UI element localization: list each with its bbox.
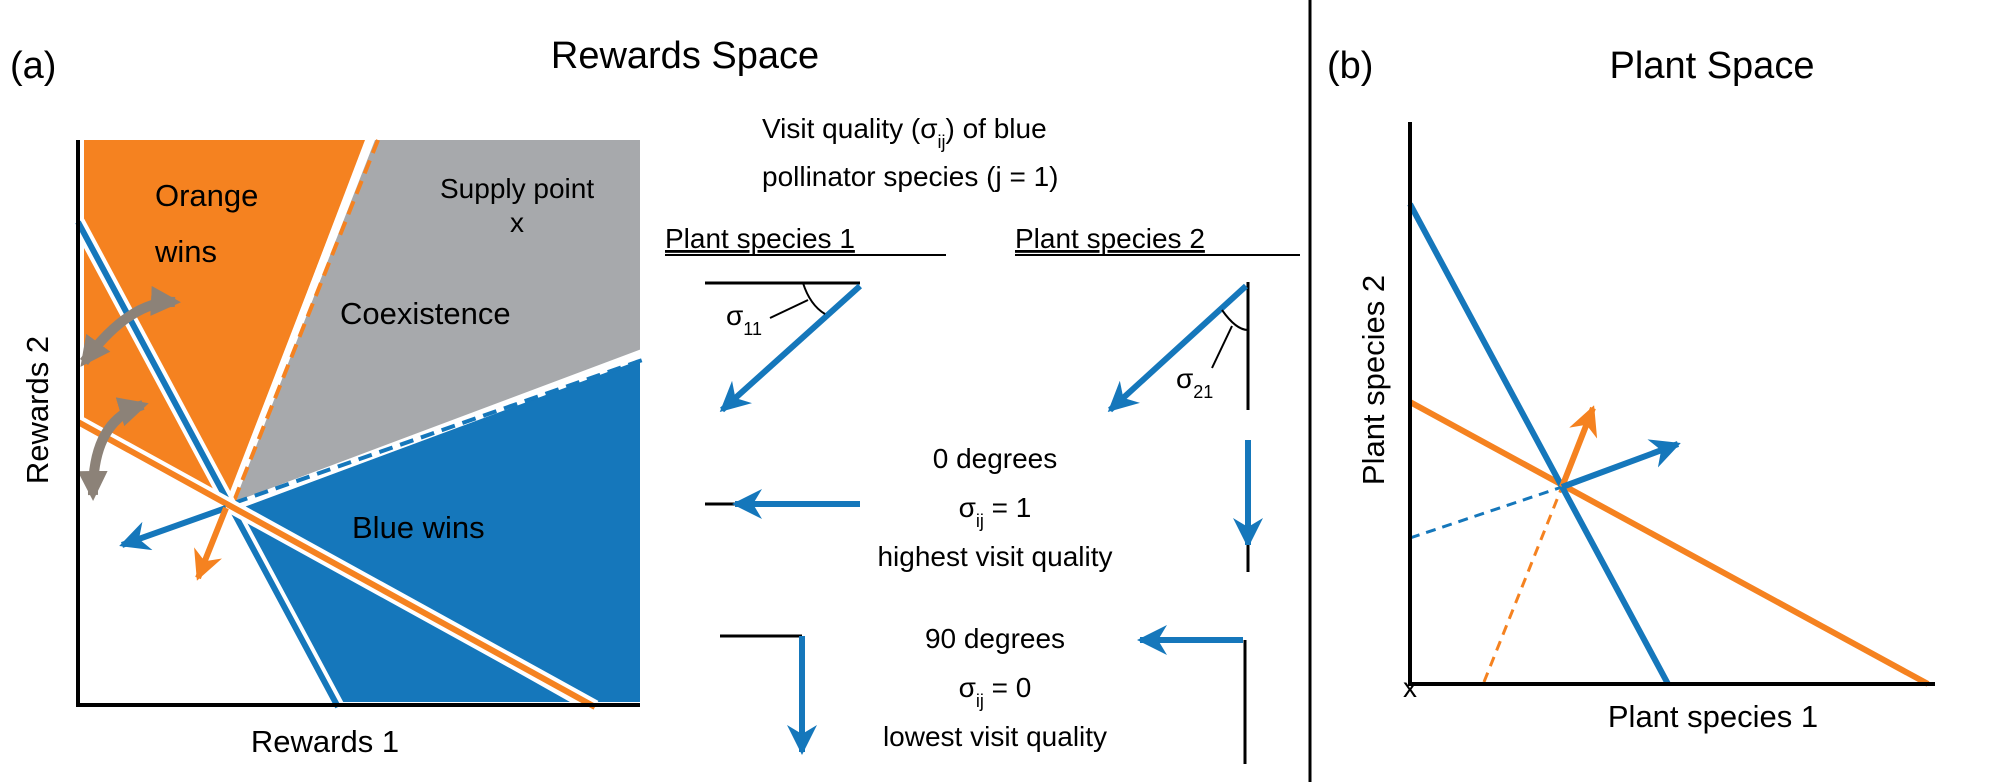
sigma11-sub: 11 <box>743 319 762 339</box>
gray-curved-arrow-lower <box>77 397 149 501</box>
sigma11-label: σ11 <box>726 300 762 339</box>
supply-point-marker: x <box>510 207 524 238</box>
sigma11-angle-arc <box>802 282 826 315</box>
coexistence-label: Coexistence <box>340 296 511 331</box>
ninety-deg-line1: 90 degrees <box>925 623 1065 654</box>
sigma21-main: σ <box>1176 363 1193 394</box>
sigma11-leader <box>769 299 809 319</box>
plant-species-2-heading: Plant species 2 <box>1015 223 1205 254</box>
orange-consumption-arrow <box>194 506 229 581</box>
axis-a-y-label: Rewards 2 <box>20 336 55 484</box>
ninety-deg-value: = 0 <box>984 672 1031 703</box>
panel-b: (b) Plant Space x Plant species 1 Plant … <box>1327 45 1935 734</box>
visit-quality-legend: Visit quality (σij) of blue pollinator s… <box>665 113 1300 764</box>
zero-deg-value: = 1 <box>984 492 1031 523</box>
zero-deg-sigma-sub: ij <box>976 511 984 531</box>
ninety-deg-sigma: σ <box>959 672 976 703</box>
sigma21-arrow <box>1107 283 1249 413</box>
orange-region <box>78 140 365 508</box>
panel-a-label: (a) <box>10 45 56 87</box>
sigma21-sub: 21 <box>1193 382 1213 402</box>
axis-b-y-label: Plant species 2 <box>1356 275 1391 485</box>
orange-isocline <box>76 419 597 710</box>
zero-deg-line1: 0 degrees <box>933 443 1058 474</box>
axis-a-x-label: Rewards 1 <box>251 724 399 759</box>
zero-deg-sigma: σ <box>959 492 976 523</box>
blue-wins-label: Blue wins <box>352 510 485 545</box>
panel-a-title: Rewards Space <box>551 35 819 77</box>
panel-a: (a) Rewards Space Orange wins Coexistenc… <box>10 35 819 759</box>
panel-b-label: (b) <box>1327 45 1373 87</box>
blue-consumption-arrow <box>119 505 228 551</box>
plant-blue-arrow <box>1560 439 1681 490</box>
axis-b-x-label: Plant species 1 <box>1608 699 1818 734</box>
ninety-deg-line3: lowest visit quality <box>883 721 1107 752</box>
legend-heading-line1: Visit quality (σij) of blue <box>762 113 1047 152</box>
plant-blue-isocline <box>1407 202 1671 686</box>
legend-heading-post: ) of blue <box>946 113 1047 144</box>
orange-wins-label: Orange <box>155 178 258 213</box>
sigma21-label: σ21 <box>1176 363 1213 402</box>
origin-marker: x <box>1403 672 1417 703</box>
plant-orange-arrow <box>1559 405 1598 489</box>
supply-point-label: Supply point <box>440 173 594 204</box>
zero-deg-line2: σij = 1 <box>959 492 1032 531</box>
sigma11-main: σ <box>726 300 743 331</box>
coexistence-region <box>232 140 640 506</box>
gray-curved-arrow-upper <box>79 285 181 367</box>
zero-deg-line3: highest visit quality <box>877 541 1112 572</box>
plant-species-1-heading: Plant species 1 <box>665 223 855 254</box>
plant-orange-isocline <box>1408 399 1930 687</box>
blue-region-upper <box>236 360 640 702</box>
sigma21-leader <box>1211 325 1233 369</box>
sigma21-angle-arc <box>1221 309 1249 331</box>
ninety-deg-sigma-sub: ij <box>976 691 984 711</box>
orange-wins-label-2: wins <box>154 234 217 269</box>
orange-dashed-guide <box>1482 486 1564 683</box>
legend-heading-line2: pollinator species (j = 1) <box>762 161 1058 192</box>
blue-dashed-boundary <box>233 356 649 505</box>
panel-b-title: Plant Space <box>1610 45 1815 87</box>
legend-heading-pre: Visit quality (σ <box>762 113 938 144</box>
blue-dashed-guide <box>1409 485 1563 540</box>
sigma11-arrow <box>719 283 863 413</box>
legend-heading-sub: ij <box>938 132 946 152</box>
white-separator-upper <box>224 138 374 510</box>
ninety-deg-line2: σij = 0 <box>959 672 1032 711</box>
